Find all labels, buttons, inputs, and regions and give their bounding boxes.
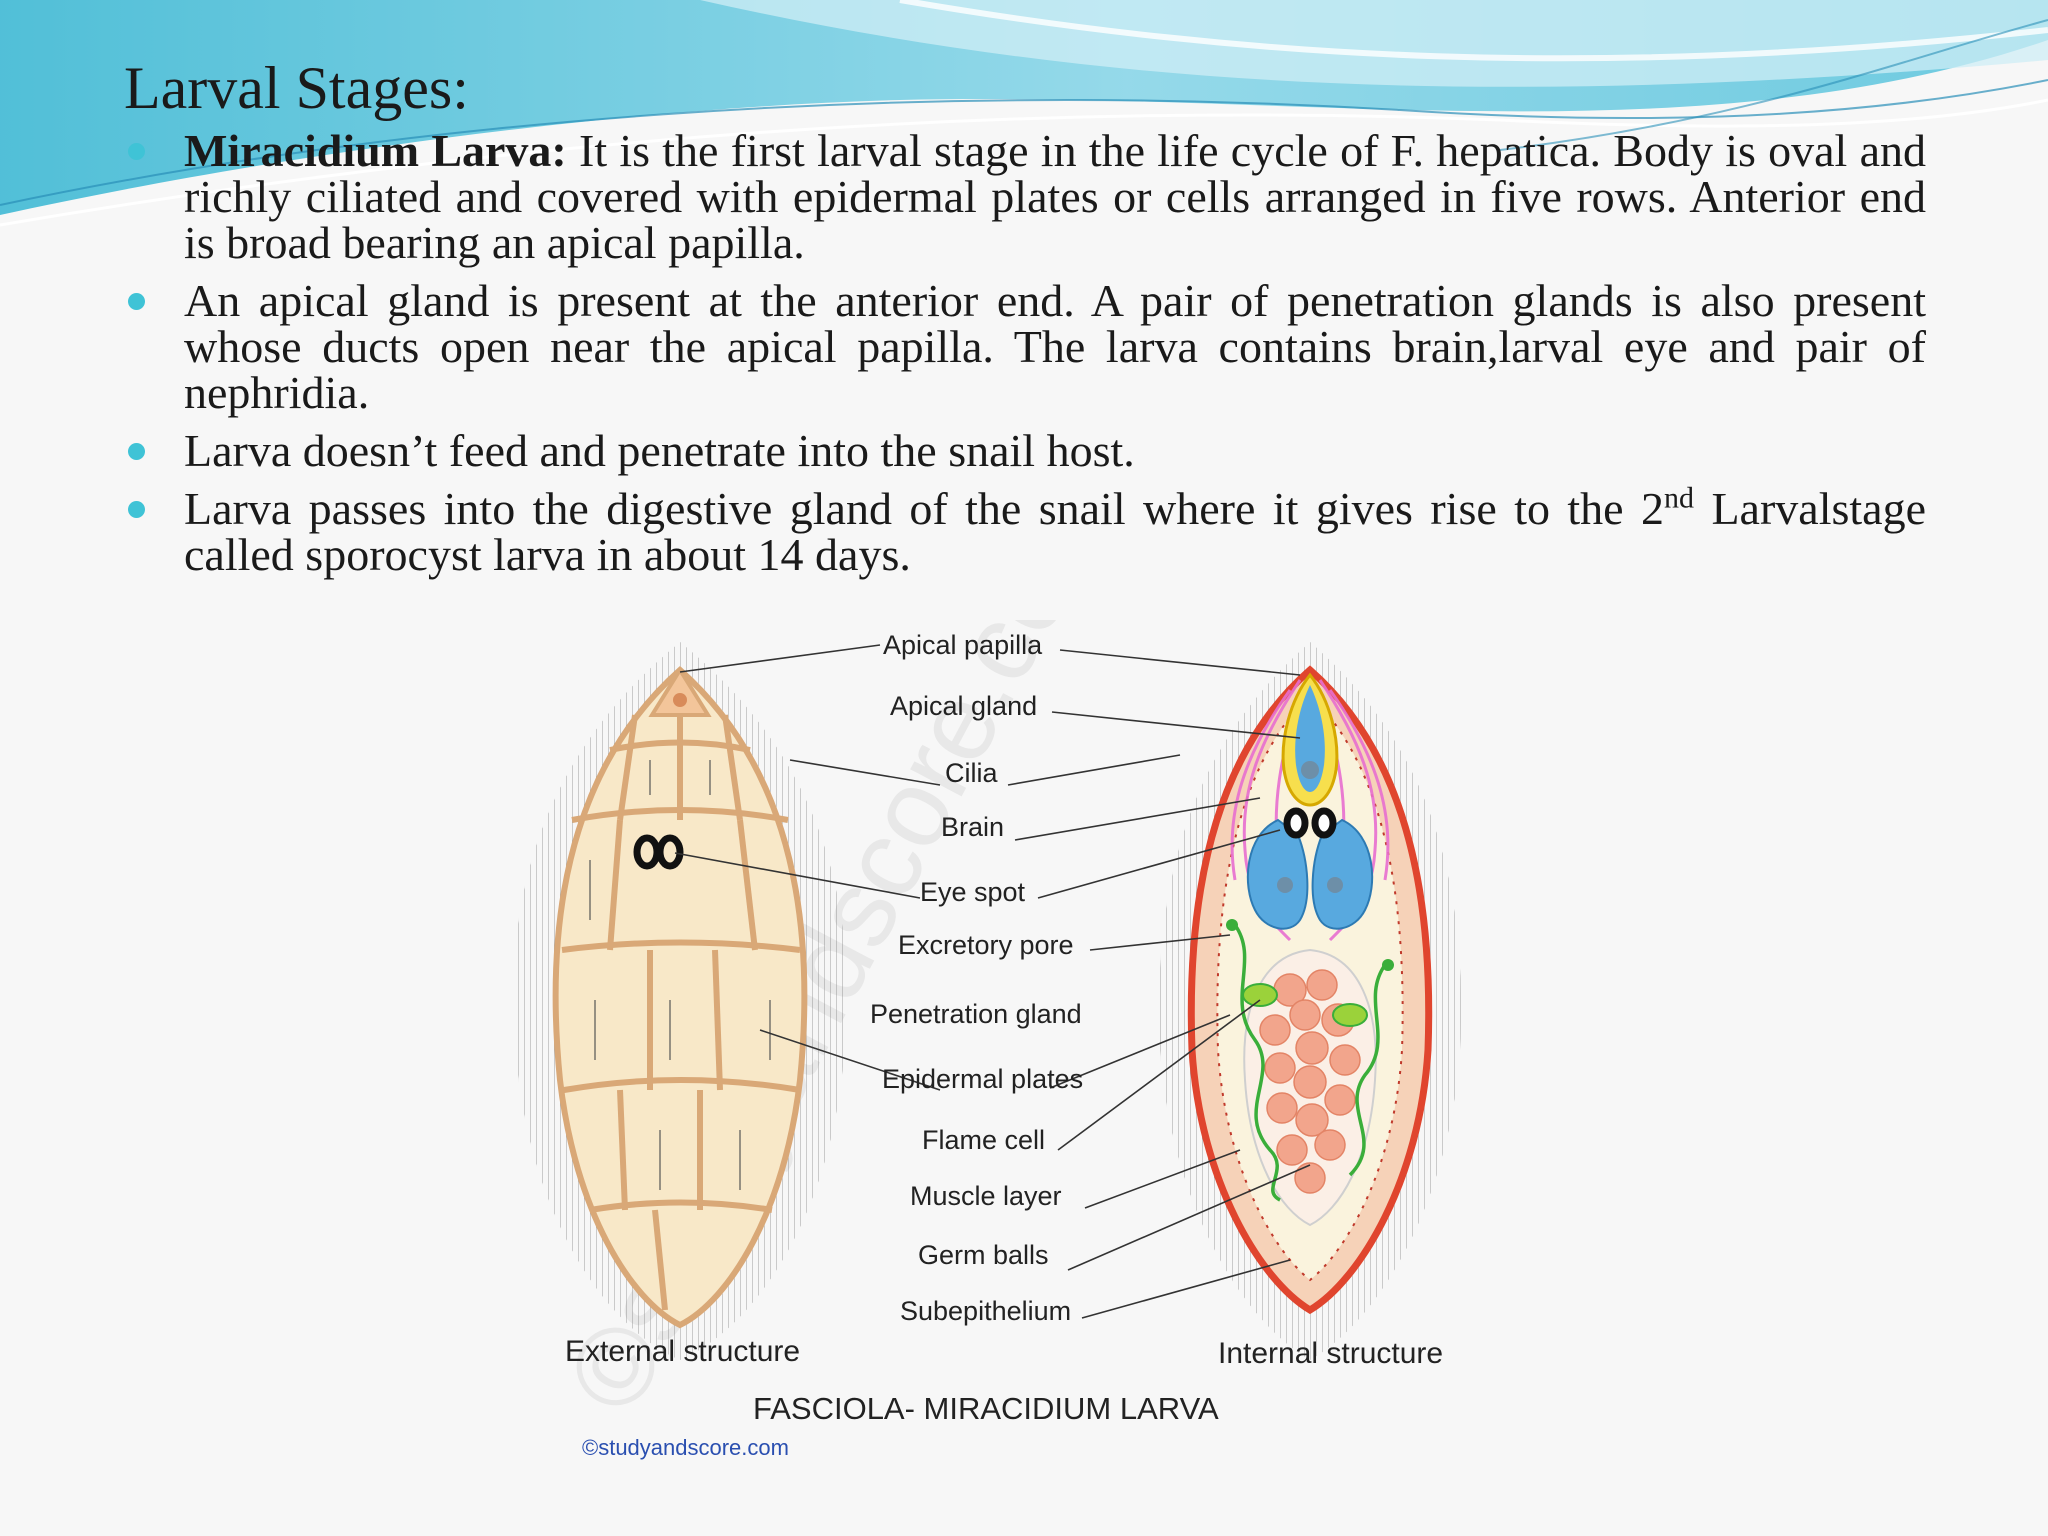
flame-cell-icon	[1332, 1003, 1368, 1027]
bullet-text: Larva passes into the digestive gland of…	[184, 483, 1665, 534]
slide-title: Larval Stages:	[124, 55, 469, 121]
caption-external: External structure	[565, 1335, 800, 1368]
bullet-item: Larva passes into the digestive gland of…	[126, 483, 1927, 580]
bullet-text-continued: Larvalstage called sporocyst larva in ab…	[184, 483, 1927, 580]
bullet-item: Miracidium Larva: It is the first larval…	[126, 128, 1926, 266]
label-apical-gland: Apical gland	[890, 691, 1037, 721]
bullet-text: Larva doesn’t feed and penetrate into th…	[184, 425, 1135, 476]
leader-lines	[674, 644, 1311, 1319]
figure-credit: ©studyandscore.com	[582, 1435, 789, 1460]
bullet-text: It is the first larval stage in the life…	[184, 125, 1926, 268]
ordinal-superscript: nd	[1664, 481, 1695, 515]
internal-structure	[1158, 642, 1462, 1360]
eye-spot-icon	[1283, 807, 1309, 839]
label-eye-spot: Eye spot	[920, 877, 1026, 907]
bullet-item: Larva doesn’t feed and penetrate into th…	[126, 428, 1926, 474]
label-subepithelium: Subepithelium	[900, 1296, 1071, 1326]
label-germ-balls: Germ balls	[918, 1240, 1049, 1270]
label-apical-papilla: Apical papilla	[883, 630, 1043, 660]
bullet-dot-icon	[128, 143, 145, 160]
miracidium-diagram: ©studyandscore.com	[513, 620, 1462, 1460]
figure-title: FASCIOLA- MIRACIDIUM LARVA	[753, 1391, 1219, 1426]
decorative-wave-header	[0, 0, 2048, 227]
diagram-labels: Apical papilla Apical gland Cilia Brain …	[870, 630, 1083, 1326]
eye-spot-icon	[1311, 807, 1337, 839]
label-penetration-gland: Penetration gland	[870, 999, 1082, 1029]
eye-spot-icon	[656, 834, 684, 870]
bullet-item: An apical gland is present at the anteri…	[126, 278, 1926, 416]
germ-balls	[1259, 969, 1361, 1194]
bullet-text: An apical gland is present at the anteri…	[184, 275, 1926, 418]
label-epidermal-plates: Epidermal plates	[882, 1064, 1083, 1094]
bullet-dot-icon	[128, 293, 145, 310]
flame-cell-icon	[1242, 983, 1278, 1007]
bullet-list: Miracidium Larva: It is the first larval…	[126, 128, 1926, 590]
label-brain: Brain	[941, 812, 1004, 842]
label-excretory-pore: Excretory pore	[898, 930, 1074, 960]
label-muscle-layer: Muscle layer	[910, 1181, 1062, 1211]
external-structure	[513, 642, 847, 1360]
bullet-bold-term: Miracidium Larva:	[184, 125, 567, 176]
bullet-dot-icon	[128, 501, 145, 518]
label-flame-cell: Flame cell	[922, 1125, 1045, 1155]
caption-internal: Internal structure	[1218, 1337, 1443, 1370]
label-cilia: Cilia	[945, 758, 998, 788]
bullet-dot-icon	[128, 443, 145, 460]
